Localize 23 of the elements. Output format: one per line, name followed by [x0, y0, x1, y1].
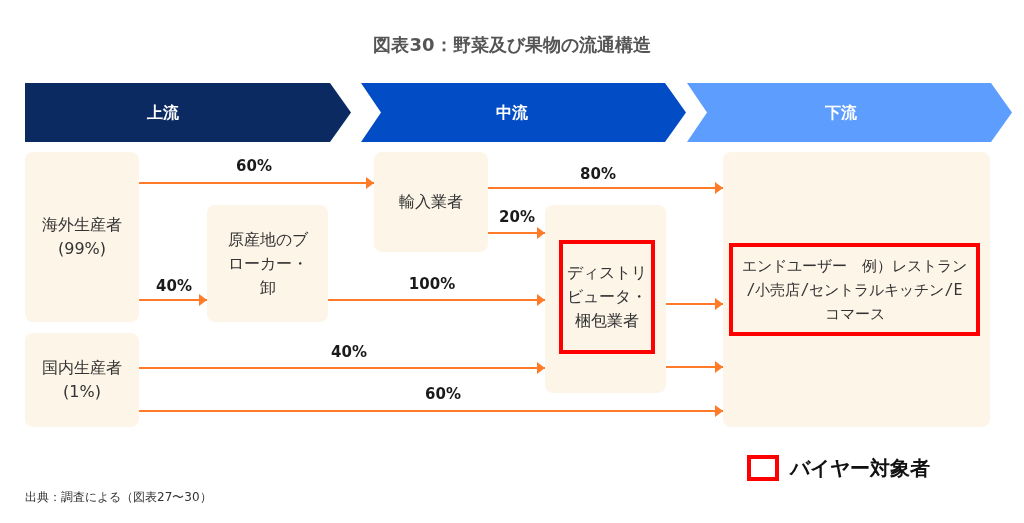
panel-box — [545, 205, 666, 393]
title: 図表30：野菜及び果物の流通構造 — [373, 33, 651, 57]
arrow — [327, 294, 546, 306]
highlight-box: エンドユーザー 例）レストラン/小売店/セントラルキッチン/Eコマース — [729, 243, 980, 336]
chevron-banner: 中流 — [361, 83, 686, 142]
highlight-box: ディストリビュータ・梱包業者 — [559, 240, 655, 354]
process-box: 国内生産者 (1%) — [25, 333, 139, 427]
process-box: 原産地のブローカー・卸 — [207, 205, 328, 322]
arrow — [138, 405, 724, 417]
process-box: 輸入業者 — [374, 152, 488, 252]
chevron-banner: 下流 — [687, 83, 1012, 142]
arrow — [138, 294, 208, 306]
arrow — [665, 361, 724, 373]
panel-box — [723, 152, 990, 427]
legend-label: バイヤー対象者 — [790, 455, 930, 482]
process-box: 海外生産者 (99%) — [25, 152, 139, 322]
arrow — [138, 177, 375, 189]
arrow — [138, 362, 546, 374]
arrow — [487, 227, 546, 239]
arrow — [665, 298, 724, 310]
source-note: 出典：調査による（図表27〜30） — [25, 489, 212, 506]
arrow — [487, 182, 724, 194]
chevron-banner: 上流 — [25, 83, 351, 142]
